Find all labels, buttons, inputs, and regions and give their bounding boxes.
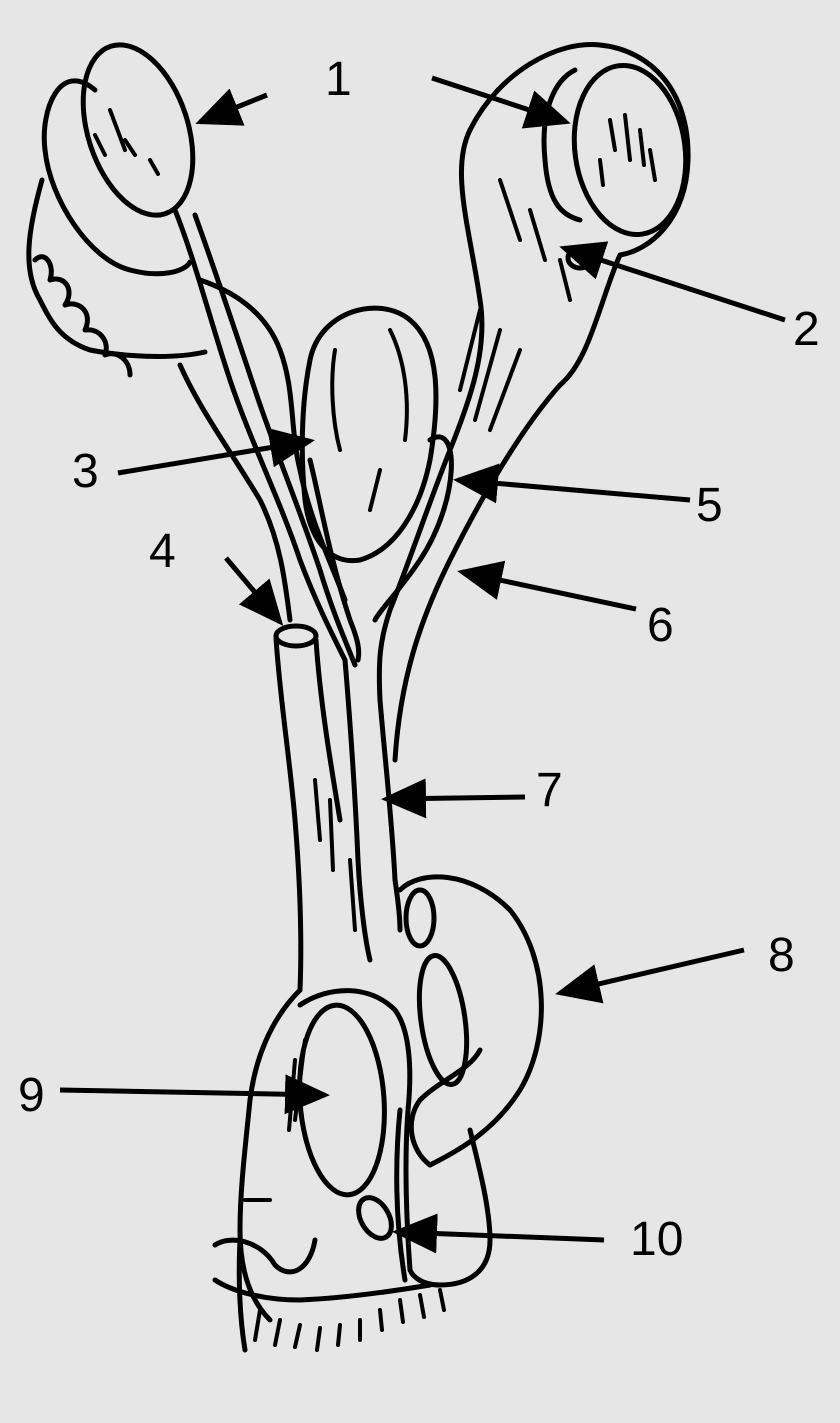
label-2: 2: [793, 303, 820, 356]
arrow-9: [59, 1074, 330, 1115]
left-ducts: [172, 207, 362, 668]
arrow-1-right: [431, 75, 571, 129]
label-1: 1: [325, 53, 352, 106]
arrow-10: [392, 1213, 605, 1254]
arrow-3: [117, 427, 315, 476]
arrow-8: [555, 947, 745, 1004]
bladder: [397, 874, 544, 1168]
label-3: 3: [72, 445, 99, 498]
right-ovary: [447, 41, 691, 453]
label-9: 9: [18, 1069, 45, 1122]
label-8: 8: [768, 929, 795, 982]
central-tube: [273, 623, 403, 993]
arrow-1-left: [195, 88, 268, 126]
arrow-2: [559, 241, 786, 323]
arrow-4: [224, 556, 284, 626]
arrow-5: [453, 463, 691, 504]
central-gland: [299, 305, 454, 623]
label-5: 5: [696, 479, 723, 532]
right-ducts: [376, 308, 563, 763]
arrow-7: [381, 778, 526, 819]
left-ovary: [26, 42, 208, 378]
pointer-arrows: [59, 75, 786, 1254]
label-6: 6: [647, 599, 674, 652]
label-10: 10: [630, 1213, 684, 1266]
label-4: 4: [149, 525, 176, 578]
base-region: [212, 987, 493, 1353]
arrow-6: [457, 560, 637, 612]
label-7: 7: [536, 764, 563, 817]
